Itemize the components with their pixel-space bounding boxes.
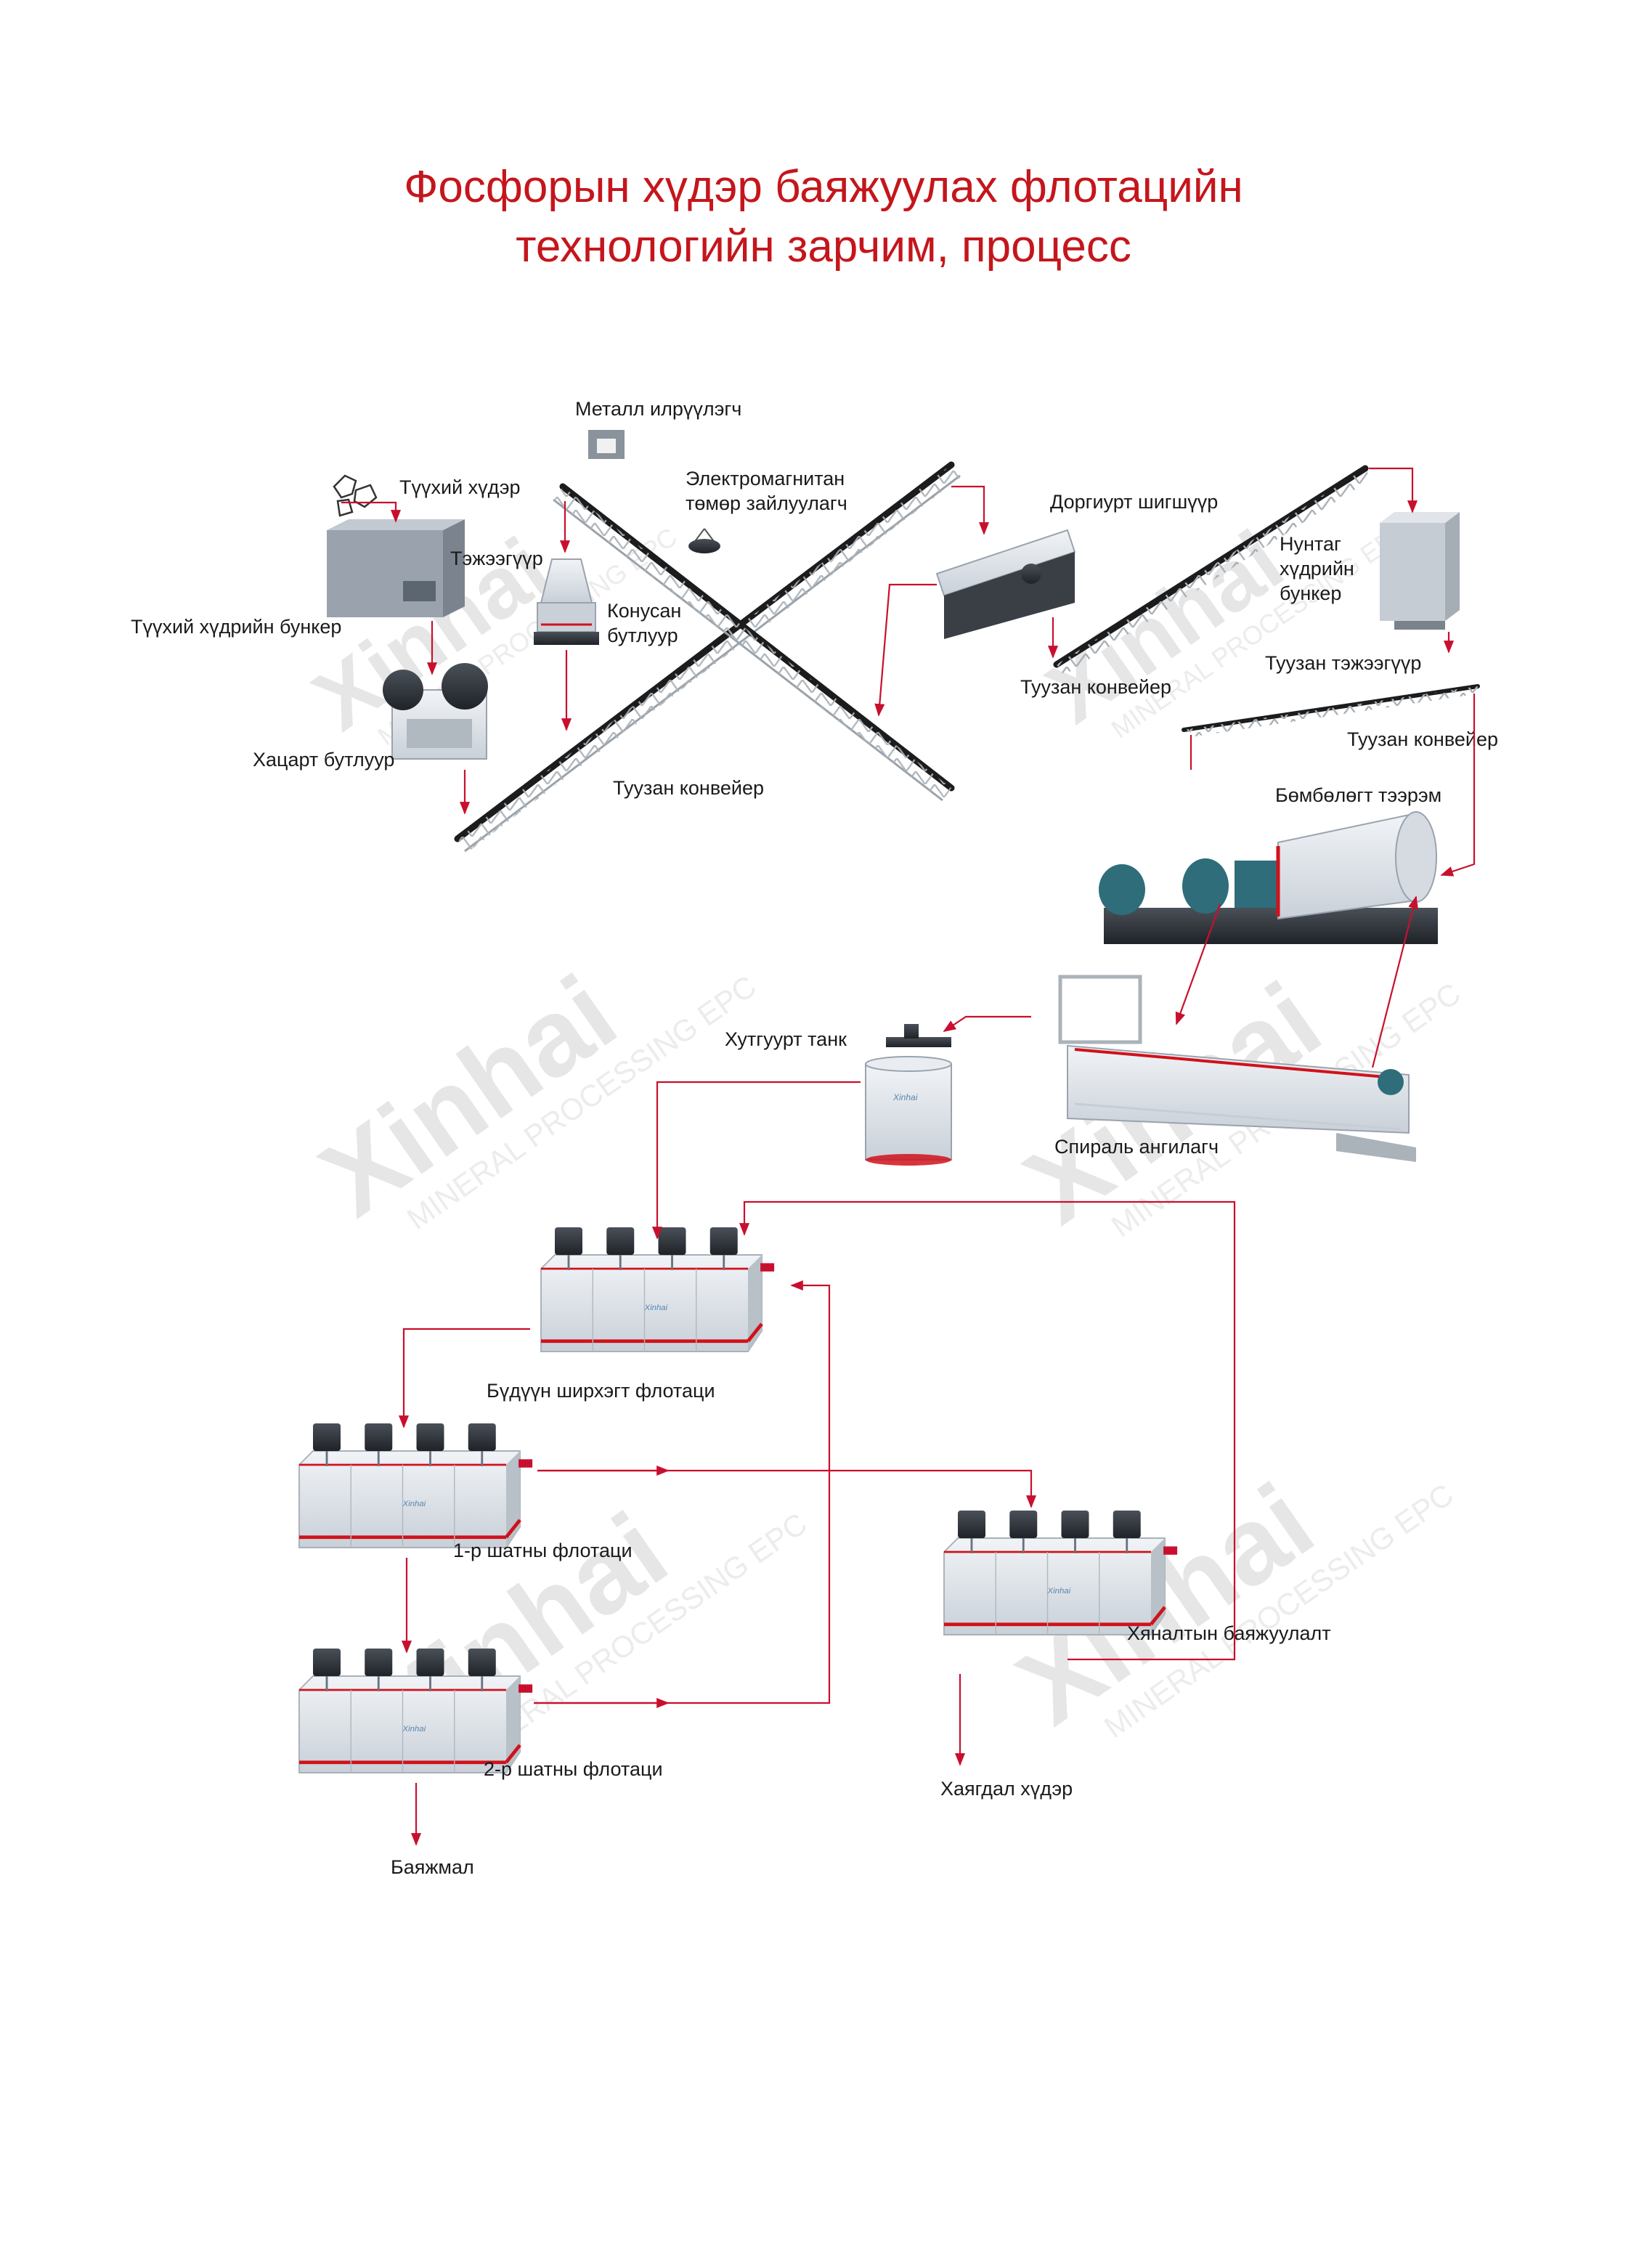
spiral-classifier-label: Спираль ангилагч (1054, 1136, 1219, 1158)
belt-conveyor-1-label: Туузан конвейер (613, 777, 764, 799)
powder-bunker-label-line1: Нунтаг (1280, 533, 1341, 555)
vibrating-screen-label: Доргиурт шигшүүр (1050, 491, 1218, 513)
ball-mill (1099, 811, 1438, 944)
cone-crusher-label-line2: бутлуур (607, 625, 678, 646)
cone-crusher-label-line1: Конусан (607, 600, 681, 622)
electromagnetic-iron-remover (688, 528, 720, 553)
raw-ore-bunker-label: Түүхий хүдрийн бункер (131, 616, 341, 638)
iron-remover-label-line1: Электромагнитан (686, 468, 845, 489)
scavenger-flotation-machine (944, 1511, 1177, 1635)
cleaner-2-label: 2-р шатны флотаци (484, 1758, 663, 1780)
cleaner-1-label: 1-р шатны флотаци (453, 1540, 633, 1561)
metal-detector (588, 430, 625, 459)
feeder-label: Тэжээгүүр (450, 548, 543, 569)
page-title-line1: Фосфорын хүдэр баяжуулах флотацийн (404, 162, 1243, 212)
conveyor-to-powder-bunker (1053, 465, 1371, 675)
jaw-crusher (383, 663, 488, 760)
jaw-crusher-label: Хацарт бутлуур (253, 749, 394, 771)
belt-conveyor-3-label: Туузан конвейер (1347, 728, 1498, 750)
tailings-label: Хаягдал хүдэр (940, 1778, 1073, 1800)
belt-feeder-label: Туузан тэжээгүүр (1265, 652, 1421, 674)
powder-bunker-label-line2: хүдрийн (1280, 558, 1354, 580)
crossing-conveyors (454, 461, 961, 853)
ball-mill-label: Бөмбөлөгт тээрэм (1275, 784, 1441, 806)
spiral-classifier (1058, 975, 1416, 1162)
svg-text:Xinhai: Xinhai (892, 1092, 918, 1102)
vibrating-screen (935, 529, 1076, 639)
cone-crusher (534, 558, 599, 645)
belt-conveyor-3 (1182, 684, 1480, 738)
agitation-tank: Xinhai (865, 1024, 952, 1166)
iron-remover-label-line2: төмөр зайлуулагч (686, 492, 847, 514)
raw-ore-bunker (327, 519, 465, 617)
agitation-tank-label: Хутгуурт танк (725, 1028, 847, 1050)
scavenger-label: Хяналтын баяжуулалт (1127, 1622, 1331, 1644)
rougher-flotation-label: Бүдүүн ширхэгт флотаци (487, 1380, 715, 1402)
page-title-line2: технологийн зарчим, процесс (516, 221, 1131, 272)
cleaner-1-flotation-machine (299, 1423, 532, 1548)
powder-ore-bunker (1380, 512, 1460, 630)
raw-ore-icon (333, 474, 378, 517)
raw-ore-label: Түүхий хүдэр (399, 476, 521, 498)
flow-arrows (341, 467, 1476, 1846)
belt-conveyor-2-label: Туузан конвейер (1020, 676, 1171, 698)
rougher-flotation-machine (541, 1227, 774, 1352)
powder-bunker-label-line3: бункер (1280, 582, 1341, 604)
metal-detector-label: Металл илрүүлэгч (575, 398, 741, 420)
concentrate-label: Баяжмал (391, 1856, 474, 1878)
